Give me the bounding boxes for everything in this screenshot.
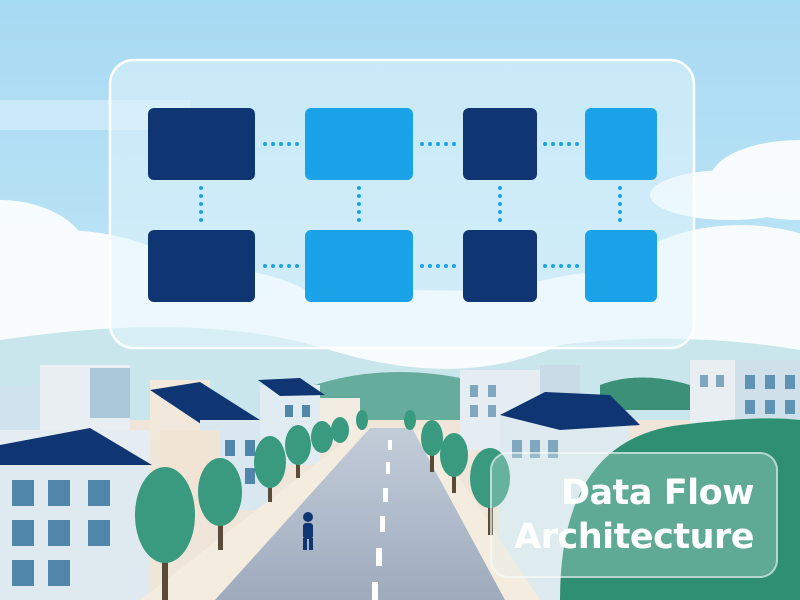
block-r2-c2 — [305, 230, 413, 302]
block-r1-c2 — [305, 108, 413, 180]
person-figure — [303, 512, 313, 550]
diagram-connectors — [199, 142, 622, 268]
title-card: Data Flow Architecture — [490, 452, 778, 578]
title-line-2: Architecture — [514, 517, 754, 557]
block-r1-c1 — [148, 108, 255, 180]
diagram-panel — [108, 58, 696, 350]
block-r2-c1 — [148, 230, 255, 302]
block-r1-c4 — [585, 108, 657, 180]
right-sidewalk — [410, 430, 540, 600]
block-r2-c4 — [585, 230, 657, 302]
block-r2-c3 — [463, 230, 537, 302]
road-markings — [372, 440, 392, 600]
title-line-1: Data Flow — [561, 473, 755, 513]
trees — [135, 410, 510, 600]
green-hill — [560, 418, 800, 600]
diagram-blocks — [148, 108, 657, 302]
left-sidewalk — [140, 430, 378, 600]
block-r1-c3 — [463, 108, 537, 180]
